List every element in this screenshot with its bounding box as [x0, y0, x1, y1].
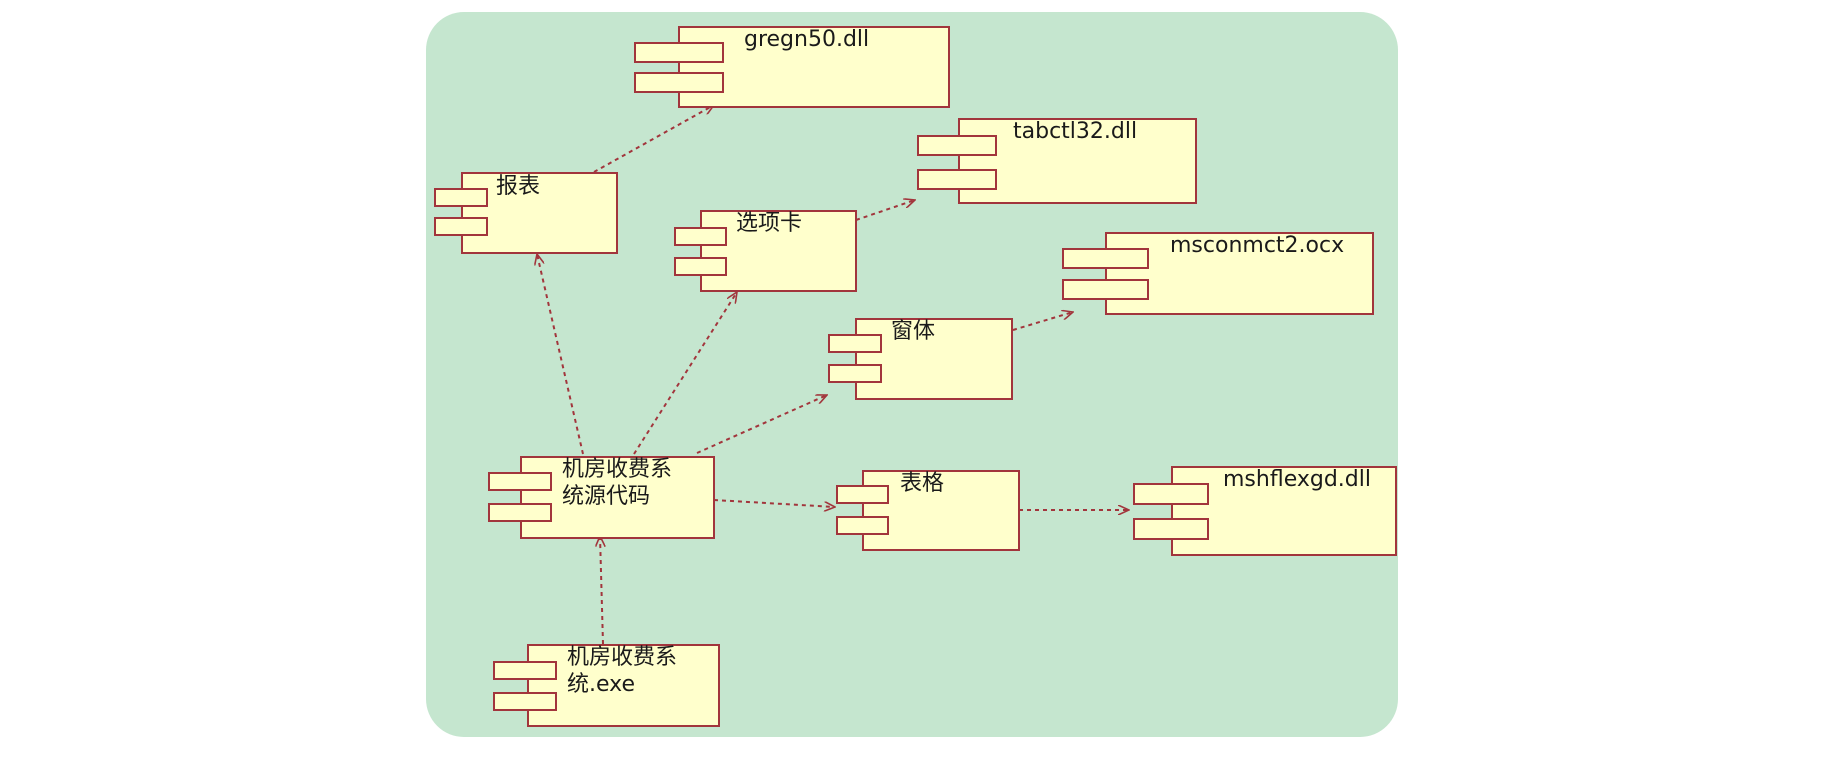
component-label: mshflexgd.dll	[1223, 467, 1371, 492]
component-form[interactable]: 窗体	[828, 318, 1013, 400]
component-label: tabctl32.dll	[1013, 119, 1138, 144]
component-label: msconmct2.ocx	[1170, 233, 1345, 258]
component-label: 机房收费系 统.exe	[567, 645, 678, 697]
component-source[interactable]: 机房收费系 统源代码	[488, 456, 715, 539]
component-tabctl32[interactable]: tabctl32.dll	[917, 118, 1197, 204]
component-label: gregn50.dll	[744, 27, 870, 52]
component-label: 报表	[496, 174, 541, 199]
component-label: 窗体	[891, 319, 936, 344]
component-tab[interactable]: 选项卡	[674, 210, 857, 292]
component-label: 选项卡	[736, 211, 803, 236]
component-mshflexgd[interactable]: mshflexgd.dll	[1133, 466, 1397, 556]
component-grid[interactable]: 表格	[836, 470, 1020, 551]
component-label: 机房收费系 统源代码	[562, 457, 673, 509]
component-gregn50[interactable]: gregn50.dll	[634, 26, 950, 108]
component-exe[interactable]: 机房收费系 统.exe	[493, 644, 720, 727]
component-msconmct2[interactable]: msconmct2.ocx	[1062, 232, 1374, 315]
component-label: 表格	[900, 471, 945, 496]
component-report[interactable]: 报表	[434, 172, 618, 254]
